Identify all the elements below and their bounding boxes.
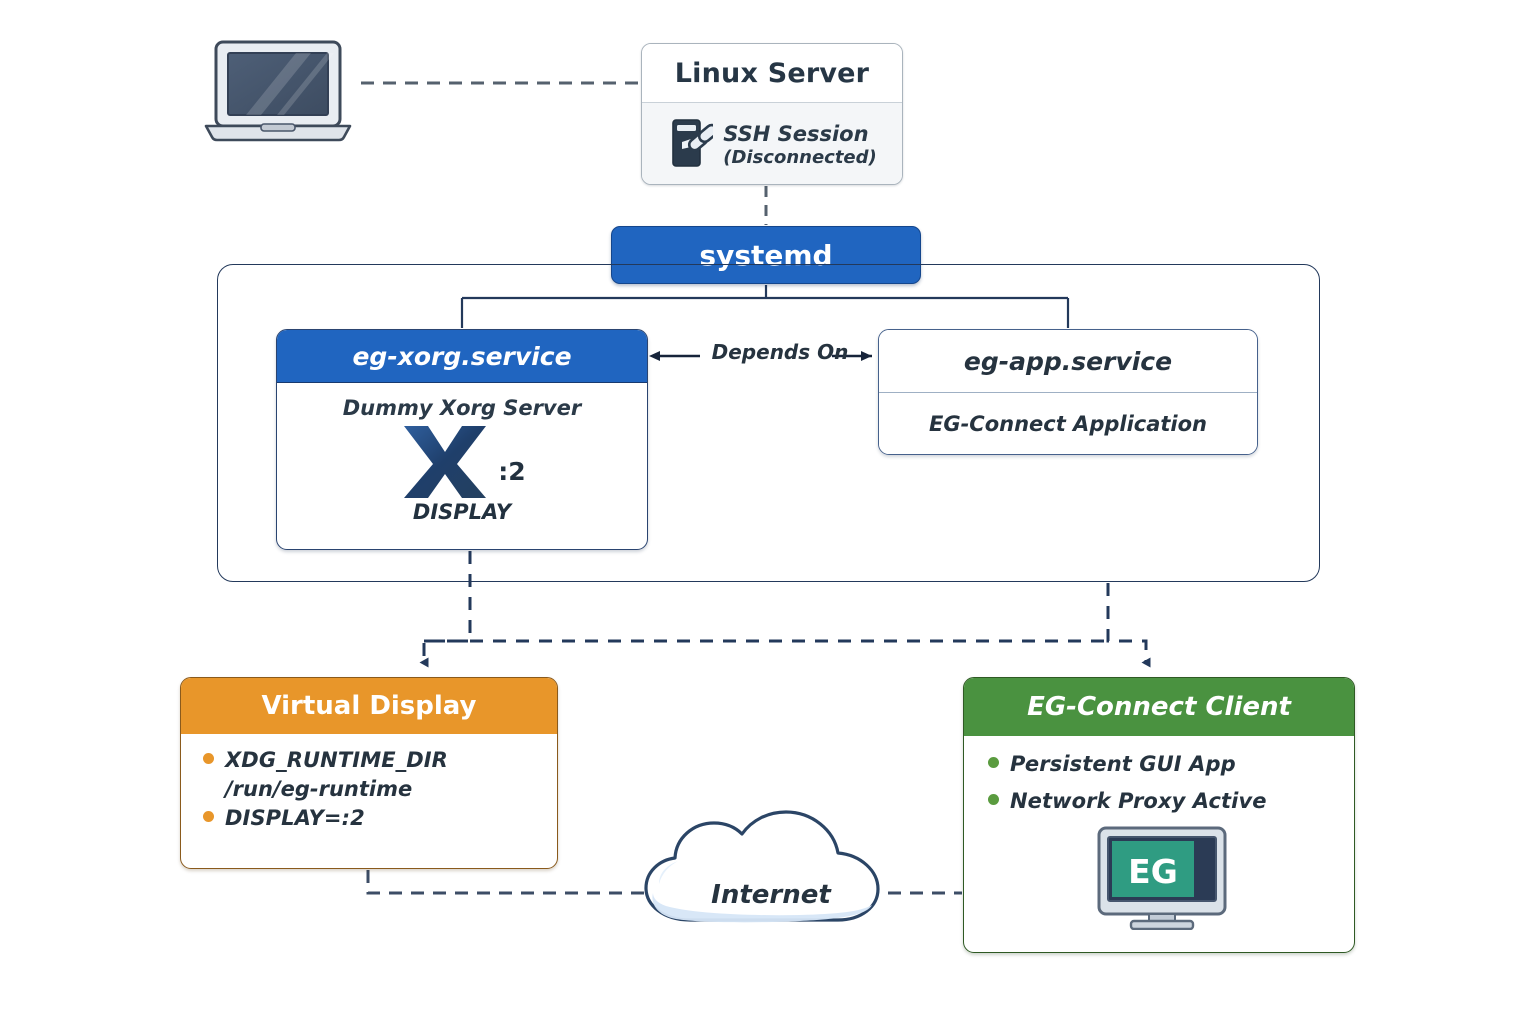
ssh-session-status: (Disconnected) <box>723 146 877 168</box>
laptop-node <box>200 36 360 140</box>
eg-xorg-service-body: Dummy Xorg Server :2 DISPLAY <box>277 383 647 549</box>
depends-on-label: Depends On <box>711 340 849 364</box>
ssh-session-panel: SSH Session (Disconnected) <box>642 103 902 184</box>
monitor-screen-text: EG <box>1128 852 1178 891</box>
ssh-session-text: SSH Session (Disconnected) <box>723 122 877 168</box>
virtual-display-item-1: DISPLAY=:2 <box>225 806 365 830</box>
bullet-dot-icon <box>203 811 214 822</box>
edge-egapp-to-client <box>1106 583 1151 668</box>
services-container <box>217 264 1320 582</box>
eg-app-service-header: eg-app.service <box>879 330 1257 393</box>
list-item: DISPLAY=:2 <box>203 806 537 830</box>
xorg-x-logo-icon <box>404 426 487 498</box>
linux-server-title: Linux Server <box>642 44 902 103</box>
list-item: XDG_RUNTIME_DIR <box>203 748 537 772</box>
eg-app-service-body: EG-Connect Application <box>879 393 1257 454</box>
ssh-session-label: SSH Session <box>723 122 869 146</box>
internet-label: Internet <box>711 880 831 910</box>
eg-xorg-service-card[interactable]: eg-xorg.service Dummy Xorg Server :2 DIS… <box>276 329 648 550</box>
eg-app-service-card[interactable]: eg-app.service EG-Connect Application <box>878 329 1258 455</box>
monitor-wrap: EG <box>988 826 1336 930</box>
server-broken-link-icon <box>672 119 714 167</box>
eg-connect-client-header: EG-Connect Client <box>964 678 1354 736</box>
virtual-display-card[interactable]: Virtual Display XDG_RUNTIME_DIR /run/eg-… <box>180 677 558 869</box>
eg-xorg-subtitle: Dummy Xorg Server <box>342 396 582 420</box>
xorg-display-number: :2 <box>498 456 526 486</box>
monitor-icon: EG <box>1097 826 1227 930</box>
eg-connect-client-card[interactable]: EG-Connect Client Persistent GUI App Net… <box>963 677 1355 953</box>
virtual-display-runtime-path: /run/eg-runtime <box>225 777 413 801</box>
eg-connect-item-0: Persistent GUI App <box>1010 752 1236 776</box>
list-item: Network Proxy Active <box>988 789 1336 813</box>
eg-xorg-service-header: eg-xorg.service <box>277 330 647 383</box>
virtual-display-body: XDG_RUNTIME_DIR /run/eg-runtime DISPLAY=… <box>181 734 557 830</box>
linux-server-card[interactable]: Linux Server SSH Session (Disconnected) <box>641 43 903 185</box>
internet-cloud-node[interactable]: Internet <box>640 838 902 948</box>
virtual-display-item-0: XDG_RUNTIME_DIR <box>225 748 448 772</box>
virtual-display-header: Virtual Display <box>181 678 557 734</box>
bullet-dot-icon <box>988 794 999 805</box>
edge-virtual-display-to-internet <box>366 870 652 895</box>
xorg-display-label: DISPLAY <box>412 500 512 524</box>
xorg-logo-row: :2 <box>398 422 526 502</box>
eg-connect-client-body: Persistent GUI App Network Proxy Active … <box>964 736 1354 930</box>
eg-connect-item-1: Network Proxy Active <box>1010 789 1267 813</box>
list-item: Persistent GUI App <box>988 752 1336 776</box>
bullet-dot-icon <box>988 757 999 768</box>
systemd-node[interactable]: systemd <box>611 226 921 284</box>
bullet-dot-icon <box>203 753 214 764</box>
